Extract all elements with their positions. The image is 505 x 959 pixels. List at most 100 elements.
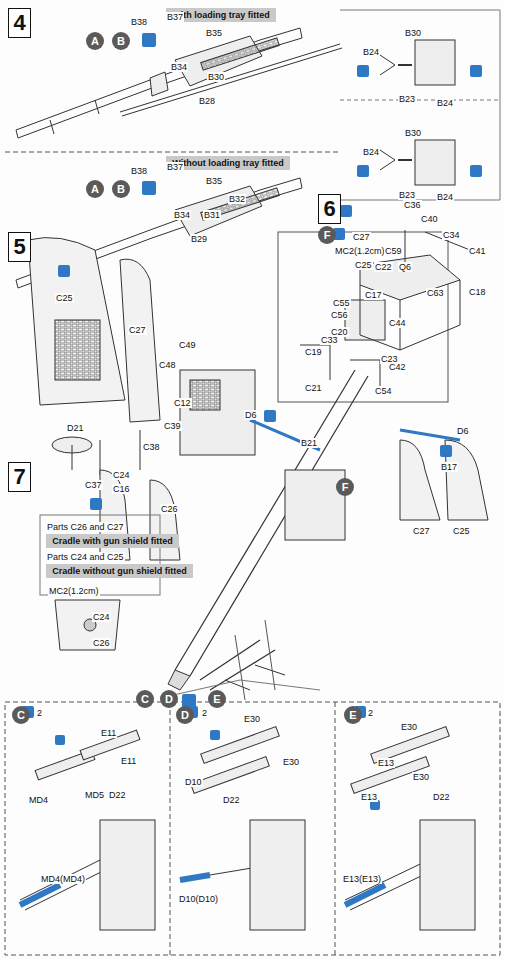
part-number: B29 [190, 234, 208, 244]
part-number: B35 [205, 28, 223, 38]
part-number: MC2(1.2cm) [334, 246, 386, 256]
part-number: B30 [404, 28, 422, 38]
option-banner: Cradle without gun shield fitted [46, 564, 193, 578]
part-letter: F [336, 478, 354, 496]
node-text: B [117, 35, 125, 47]
part-number: C21 [304, 383, 323, 393]
part-number: C27 [128, 325, 147, 335]
part-number: B37 [166, 162, 184, 172]
part-number: D10(D10) [178, 894, 219, 904]
part-number: C25 [452, 526, 471, 536]
part-number: B24 [362, 47, 380, 57]
part-number: Parts C24 and C25 [46, 552, 125, 562]
part-number: MC2(1.2cm) [48, 586, 100, 596]
part-number: C24 [92, 612, 111, 622]
part-number: C41 [468, 246, 487, 256]
part-letter: A [86, 32, 104, 50]
part-number: D6 [456, 426, 470, 436]
part-number: B30 [207, 72, 225, 82]
part-number: MD4(MD4) [40, 874, 86, 884]
part-number: C17 [364, 290, 383, 300]
part-number: B37 [166, 12, 184, 22]
part-number: 2 [201, 708, 208, 718]
node-text: 5 [13, 234, 25, 260]
part-number: B32 [228, 194, 246, 204]
node-text: E [349, 709, 356, 721]
part-number: MD5 [84, 790, 105, 800]
part-number: C12 [173, 398, 192, 408]
part-number: D10 [184, 777, 203, 787]
part-number: C55 [332, 298, 351, 308]
node-text: Without loading tray fitted [172, 158, 283, 168]
part-number: B30 [404, 128, 422, 138]
part-number: D22 [108, 790, 127, 800]
node-text: With loading tray fitted [172, 10, 269, 20]
node-text: C [17, 709, 25, 721]
part-number: C36 [403, 200, 422, 210]
part-number: C37 [84, 480, 103, 490]
node-text: Cradle with gun shield fitted [52, 536, 173, 546]
part-number: Q6 [398, 262, 412, 272]
part-number: B38 [130, 166, 148, 176]
part-number: C26 [92, 638, 111, 648]
part-letter: D [176, 706, 194, 724]
node-text: 7 [13, 464, 25, 490]
part-number: C39 [163, 421, 182, 431]
part-letter: E [344, 706, 362, 724]
part-number: E11 [100, 728, 117, 738]
part-number: B21 [300, 438, 318, 448]
part-letter: B [112, 180, 130, 198]
part-number: C38 [142, 442, 161, 452]
part-letter: B [112, 32, 130, 50]
part-number: C16 [112, 484, 131, 494]
part-number: C25 [354, 260, 373, 270]
node-text: F [324, 229, 331, 241]
part-letter: C [136, 690, 154, 708]
node-text: D [181, 709, 189, 721]
node-text: C [141, 693, 149, 705]
part-number: C33 [320, 335, 339, 345]
part-number: E13(E13) [342, 874, 382, 884]
part-number: B34 [170, 62, 188, 72]
part-number: C48 [158, 360, 177, 370]
part-number: D22 [432, 792, 451, 802]
part-number: C25 [55, 293, 74, 303]
node-text: A [91, 35, 99, 47]
step-number: 6 [318, 194, 341, 224]
part-number: C26 [160, 504, 179, 514]
part-number: B28 [198, 96, 216, 106]
option-banner: Cradle with gun shield fitted [46, 534, 179, 548]
part-number: D22 [222, 795, 241, 805]
part-number: E13 [360, 792, 378, 802]
part-letter: A [86, 180, 104, 198]
part-number: D6 [244, 410, 258, 420]
part-number: 2 [36, 708, 43, 718]
part-number: E11 [120, 756, 137, 766]
node-text: Cradle without gun shield fitted [52, 566, 187, 576]
part-number: E13 [377, 758, 395, 768]
part-letter: D [160, 690, 178, 708]
part-number: C40 [420, 214, 439, 224]
part-number: C34 [442, 230, 461, 240]
part-number: B34 [173, 210, 191, 220]
node-text: D [165, 693, 173, 705]
part-number: Parts C26 and C27 [46, 522, 125, 532]
part-number: C22 [374, 262, 393, 272]
part-number: C24 [112, 470, 131, 480]
part-number: C44 [388, 318, 407, 328]
option-banner: Without loading tray fitted [166, 156, 290, 170]
part-number: MD4 [28, 795, 49, 805]
node-text: F [342, 481, 349, 493]
part-letter: F [318, 226, 336, 244]
step-number: 7 [8, 462, 31, 492]
part-number: E30 [282, 757, 300, 767]
part-number: B24 [436, 98, 454, 108]
part-number: D21 [66, 423, 85, 433]
node-text: 6 [323, 196, 335, 222]
part-number: B23 [398, 190, 416, 200]
node-text: E [213, 693, 220, 705]
part-number: 2 [367, 708, 374, 718]
part-number: C54 [374, 386, 393, 396]
